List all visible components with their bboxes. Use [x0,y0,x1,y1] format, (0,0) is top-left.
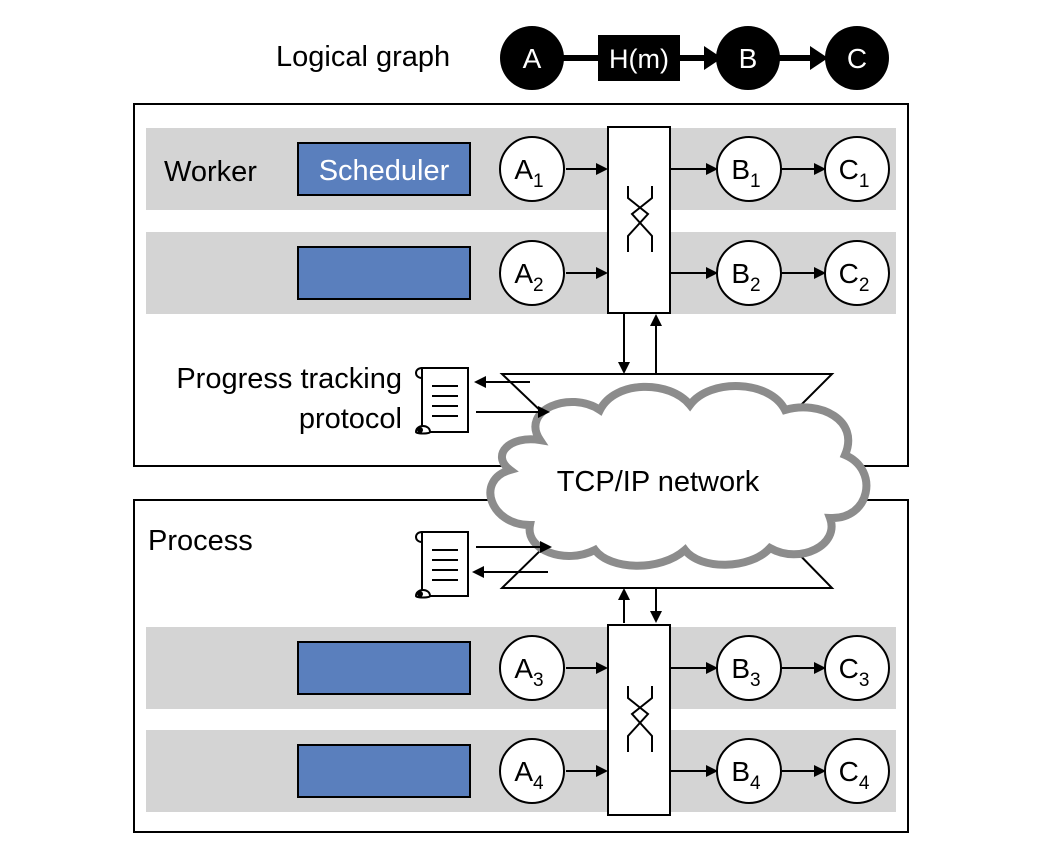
exchange-top [607,126,671,314]
operator-node-c [824,240,890,306]
operator-node-label: A2 [514,258,543,296]
logical-node-b [716,26,780,90]
exchange-cross-left-bottom [627,686,650,752]
operator-node-label: C3 [839,653,870,691]
logical-arrowhead-c [810,46,828,70]
scheduler-label: Scheduler [319,155,450,187]
operator-node-a [499,136,565,202]
logical-node-a [500,26,564,90]
operator-node-label: A1 [514,154,543,192]
operator-node-b [716,136,782,202]
logical-arrowhead-b [704,46,722,70]
logical-graph-label: Logical graph [276,41,450,73]
logical-node-b-label: B [739,43,758,74]
exchange-cross-right-top [630,186,653,252]
operator-node-c [824,635,890,701]
operator-node-label: A3 [514,653,543,691]
logical-node-c-label: C [847,43,867,74]
operator-node-b [716,635,782,701]
logical-graph: Logical graph A H(m) B C [276,26,889,90]
progress-label-line1: Progress tracking [176,363,402,395]
worker-label: Worker [164,156,257,188]
operator-node-label: B4 [731,756,761,794]
operator-node-label: C4 [839,756,870,794]
exchange-cross-left-top [627,186,650,252]
operator-node-b [716,738,782,804]
exchange-box-bottom [607,624,671,816]
cloud-shape [486,382,871,570]
scroll-icon [414,531,469,599]
logical-exchange-box [598,35,680,81]
operator-node-a [499,738,565,804]
operator-node-a [499,240,565,306]
operator-node-label: B1 [731,154,760,192]
exchange-box-top [607,126,671,314]
logical-node-a-label: A [523,43,542,74]
operator-node-c [824,136,890,202]
operator-node-b [716,240,782,306]
scroll-icon [414,367,469,435]
operator-node-c [824,738,890,804]
operator-node-label: C2 [839,258,870,296]
exchange-cross-right-bottom [630,686,653,752]
scheduler-box [297,744,471,798]
operator-node-label: B2 [731,258,760,296]
scheduler-box [297,142,471,196]
network-label: TCP/IP network [557,466,760,498]
logical-exchange-label: H(m) [609,44,669,74]
operator-node-a [499,635,565,701]
tcp-ip-cloud: TCP/IP network [486,382,871,570]
scheduler-box [297,246,471,300]
logical-node-c [825,26,889,90]
operator-node-label: B3 [731,653,760,691]
operator-node-label: C1 [839,154,870,192]
progress-label-line2: protocol [299,403,402,435]
operator-node-label: A4 [514,756,544,794]
scheduler-box [297,641,471,695]
process-label: Process [148,525,253,557]
exchange-bottom [607,624,671,816]
